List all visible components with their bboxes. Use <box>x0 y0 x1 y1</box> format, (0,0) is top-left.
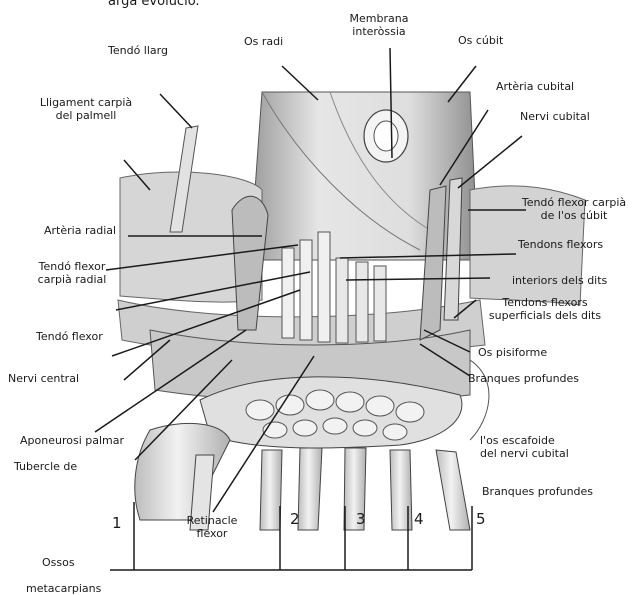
carpal-bones <box>200 377 462 448</box>
label-tendons-superficials-line1: Tendons flexors <box>470 296 620 309</box>
label-branques-profundes-1: Branques profundes <box>468 372 579 385</box>
label-nervi-central: Nervi central <box>8 372 79 385</box>
label-aponeurosi: Aponeurosi palmar <box>20 434 124 447</box>
label-tendo-flexor-radial-line2: carpià radial <box>30 273 114 286</box>
label-tendo-flexor-cubit-line1: Tendó flexor carpià <box>512 196 636 209</box>
label-arteria-radial: Artèria radial <box>44 224 116 237</box>
label-tendons-superficials-line2: superficials dels dits <box>470 309 620 322</box>
metacarpal-number-3: 3 <box>356 510 366 528</box>
label-interiors-dits: interiors dels dits <box>512 274 607 287</box>
label-membrana-line1: Membrana <box>334 12 424 25</box>
label-ossos: Ossos <box>42 556 75 569</box>
metacarpal-number-4: 4 <box>414 510 424 528</box>
label-os-escafoide-line2: del nervi cubital <box>480 447 569 460</box>
label-os-cubit: Os cúbit <box>458 34 503 47</box>
label-tendo-flexor-radial-line1: Tendó flexor <box>30 260 114 273</box>
label-membrana: Membrana interòssia <box>334 12 424 38</box>
label-arteria-cubital: Artèria cubital <box>496 80 574 93</box>
label-tendons-superficials: Tendons flexors superficials dels dits <box>470 296 620 322</box>
label-tendo-flexor-radial: Tendó flexor carpià radial <box>30 260 114 286</box>
label-os-escafoide: l'os escafoide del nervi cubital <box>480 434 569 460</box>
label-lligament-line1: Lligament carpià <box>26 96 146 109</box>
label-branques-profundes-2: Branques profundes <box>482 485 593 498</box>
label-tubercle: Tubercle de <box>14 460 77 473</box>
label-lligament-line2: del palmell <box>26 109 146 122</box>
label-retinacle: Retinacle flexor <box>180 514 244 540</box>
label-tendo-flexor: Tendó flexor <box>36 330 103 343</box>
metacarpal-number-2: 2 <box>290 510 300 528</box>
label-retinacle-line2: flexor <box>180 527 244 540</box>
label-os-pisiforme: Os pisiforme <box>478 346 547 359</box>
label-tendo-flexor-cubit-line2: de l'os cúbit <box>512 209 636 222</box>
label-tendons-flexors: Tendons flexors <box>518 238 603 251</box>
label-os-escafoide-line1: l'os escafoide <box>480 434 569 447</box>
label-tendo-flexor-cubit: Tendó flexor carpià de l'os cúbit <box>512 196 636 222</box>
label-metacarpians: metacarpians <box>26 582 101 595</box>
label-retinacle-line1: Retinacle <box>180 514 244 527</box>
metacarpal-number-5: 5 <box>476 510 486 528</box>
label-tendo-llarg: Tendó llarg <box>108 44 168 57</box>
metacarpal-number-1: 1 <box>112 514 122 532</box>
label-nervi-cubital: Nervi cubital <box>520 110 590 123</box>
label-lligament: Lligament carpià del palmell <box>26 96 146 122</box>
label-membrana-line2: interòssia <box>334 25 424 38</box>
label-os-radi: Os radi <box>244 35 283 48</box>
